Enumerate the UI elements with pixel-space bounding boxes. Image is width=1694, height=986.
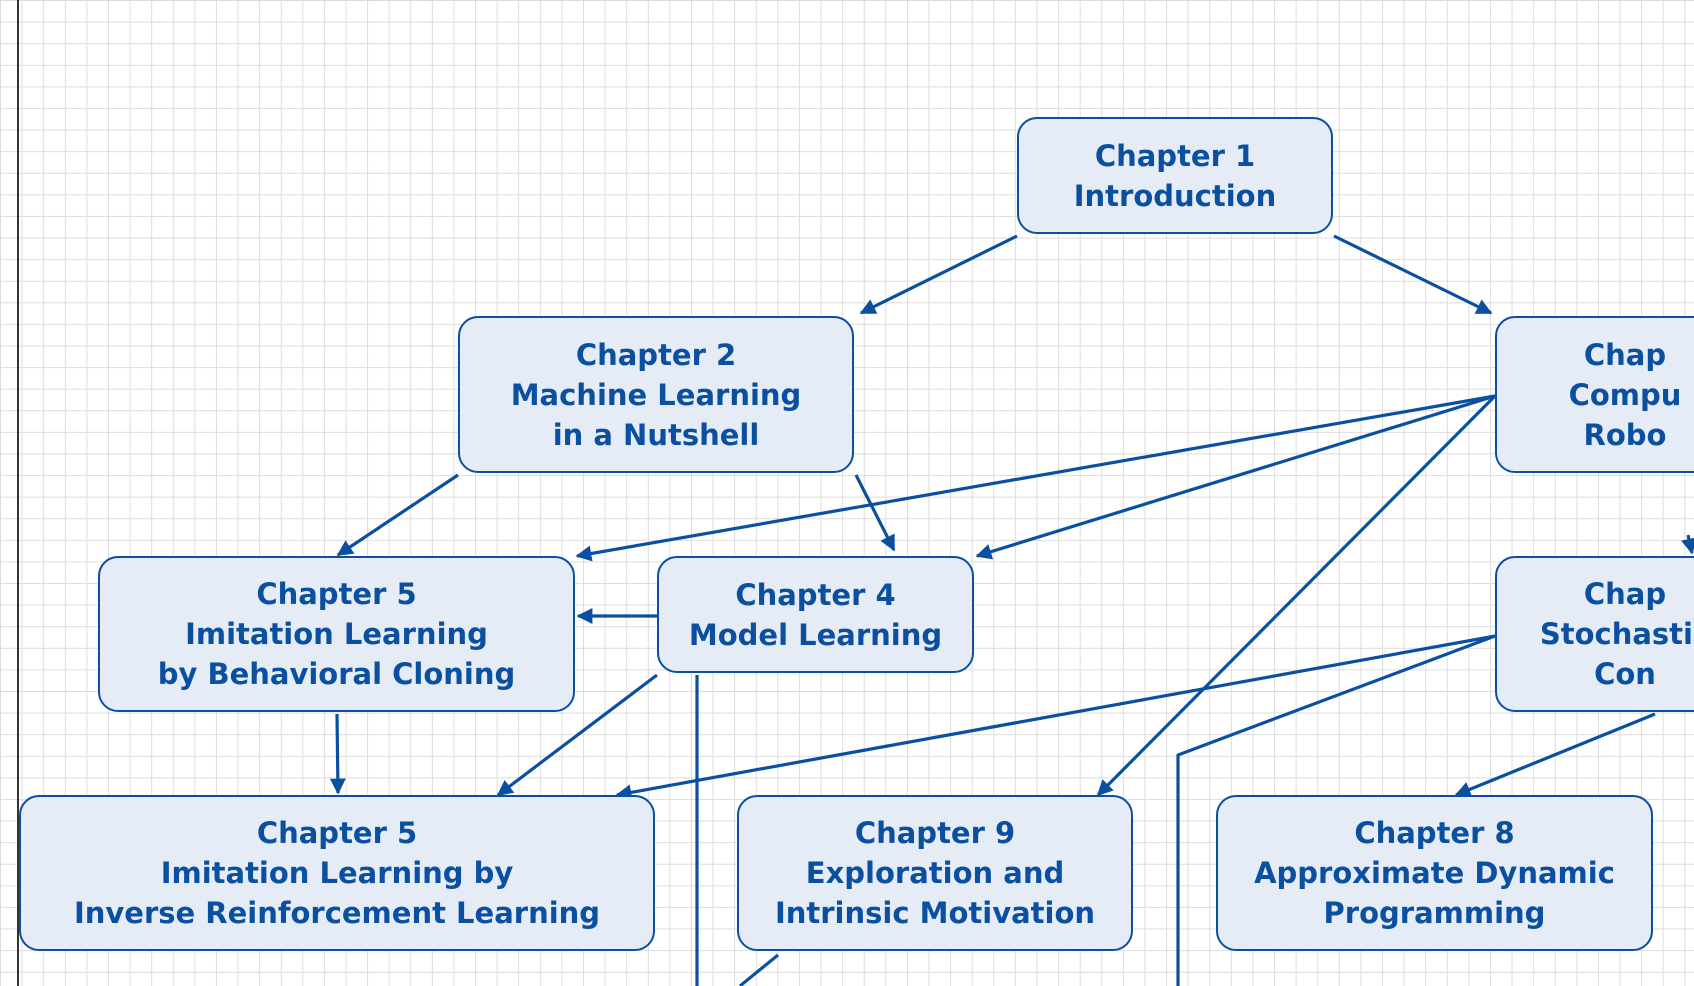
edge-ch2-ch5bc	[336, 473, 459, 557]
node-line: Introduction	[1073, 178, 1277, 213]
node-line: Exploration and	[805, 856, 1065, 890]
node-line: Model Learning	[688, 617, 943, 652]
node-line: Robo	[1583, 417, 1667, 452]
node-line: Machine Learning	[510, 377, 802, 412]
node-line: Con	[1594, 657, 1656, 691]
node-line: Programming	[1323, 896, 1546, 930]
edge-ch3-ch5bc	[575, 394, 1496, 562]
node-line: by Behavioral Cloning	[157, 657, 516, 691]
node-ch2[interactable]: Chapter 2 Machine Learning in a Nutshell	[458, 316, 854, 473]
edge-ch6-ch5irl	[615, 634, 1496, 801]
node-line: Chapter 9	[854, 816, 1016, 850]
edge-ch9-offscreen-bottom	[738, 953, 780, 986]
node-line: Stochastic	[1539, 617, 1694, 651]
edge-ch1-ch2	[859, 234, 1018, 315]
node-line: Intrinsic Motivation	[774, 896, 1096, 930]
edge-ch3-ch4	[975, 394, 1496, 560]
node-line: Imitation Learning by	[160, 856, 514, 890]
node-ch5bc[interactable]: Chapter 5 Imitation Learning by Behavioral…	[98, 556, 575, 712]
node-line: Chap	[1583, 337, 1667, 372]
node-line: Chapter 5	[256, 577, 417, 611]
node-line: Chap	[1583, 577, 1667, 611]
node-line: Imitation Learning	[185, 617, 488, 651]
node-line: Chapter 1	[1094, 138, 1256, 173]
node-line: Chapter 2	[575, 337, 737, 372]
edge-ch3-ch9	[1096, 394, 1497, 797]
node-line: Chapter 8	[1354, 816, 1515, 850]
node-line: Approximate Dynamic	[1254, 856, 1615, 890]
edge-ch5bc-ch5irl	[329, 713, 346, 795]
node-line: Chapter 5	[256, 816, 418, 850]
node-line: in a Nutshell	[552, 417, 760, 452]
edge-ch1-ch3	[1333, 234, 1493, 315]
node-line: Compu	[1568, 377, 1682, 412]
node-line: Inverse Reinforcement Learning	[73, 896, 601, 930]
canvas-left-border	[17, 0, 19, 986]
edge-ch4-ch5irl	[496, 673, 658, 797]
node-line: Chapter 4	[735, 577, 896, 612]
edge-ch3-ch6	[1681, 534, 1694, 555]
node-ch5irl[interactable]: Chapter 5 Imitation Learning by Inverse Re…	[19, 795, 655, 951]
edge-ch6-ch8	[1454, 712, 1656, 797]
edge-ch6-offscreen-bottom	[1176, 634, 1496, 986]
edge-ch2-ch4	[854, 474, 896, 552]
node-ch4[interactable]: Chapter 4 Model Learning	[657, 556, 974, 673]
node-ch1[interactable]: Chapter 1 Introduction	[1017, 117, 1333, 234]
